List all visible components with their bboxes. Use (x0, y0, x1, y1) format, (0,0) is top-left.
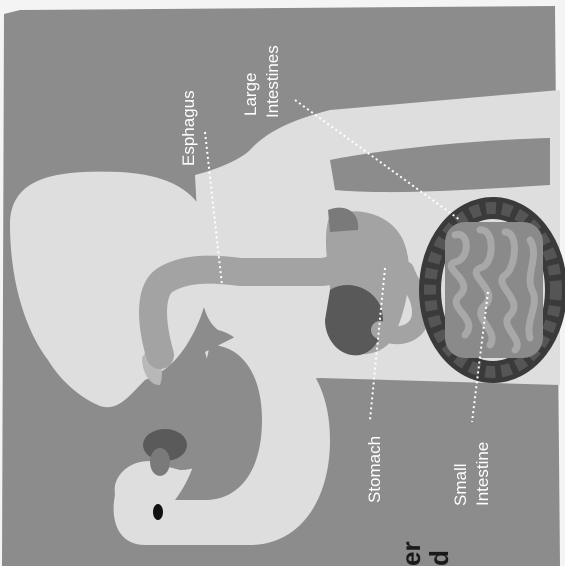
label-stomach: Stomach (365, 436, 384, 503)
label-large-intestines-line2: Intestines (263, 45, 282, 118)
partial-text-1: er (396, 541, 426, 566)
small-intestine (445, 222, 543, 358)
label-esophagus: Esphagus (179, 90, 198, 166)
label-small-intestine-line2: Intestine (473, 442, 492, 506)
label-small-intestine-line1: Small (451, 463, 470, 506)
partial-text-2: d (424, 550, 454, 566)
label-large-intestines-line1: Large (241, 73, 260, 116)
